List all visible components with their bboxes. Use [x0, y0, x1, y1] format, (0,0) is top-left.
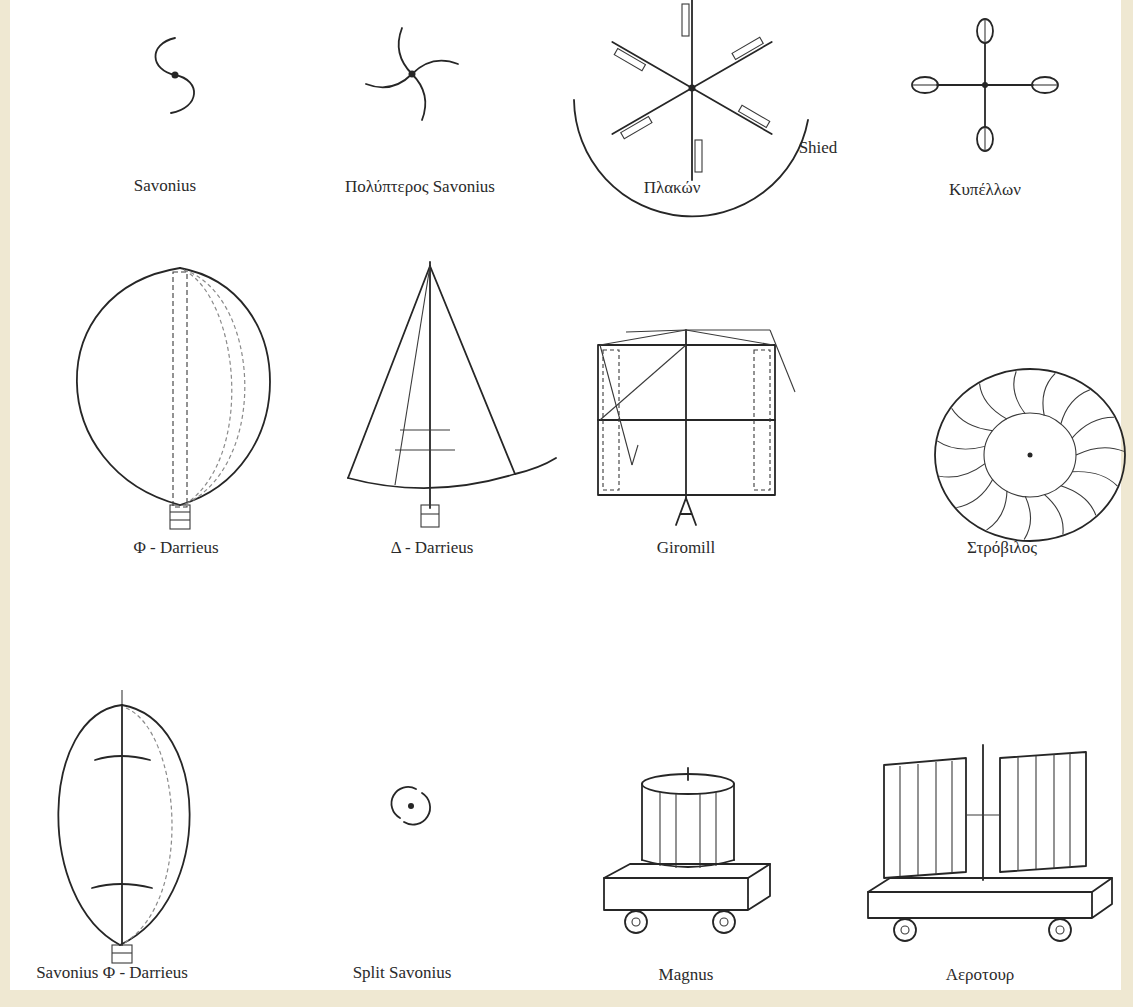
rotor-caption: Πολύπτερος Savonius — [345, 177, 495, 197]
rotor-caption: Magnus — [659, 965, 714, 985]
rotor-caption: Πλακών — [644, 178, 701, 198]
rotor-caption: Savonius — [134, 176, 196, 196]
rotor-caption: Φ - Darrieus — [133, 538, 218, 558]
part-label: Shied — [799, 138, 838, 158]
plate-rotor — [574, 0, 808, 216]
aero-cart — [868, 745, 1112, 941]
paper — [10, 0, 1121, 990]
rotor-caption: Giromill — [657, 538, 716, 558]
split-savonius-rotor — [391, 787, 430, 825]
rotor-caption: Savonius Φ - Darrieus — [36, 963, 188, 983]
rotor-caption: Αεροτουρ — [946, 965, 1015, 985]
magnus-cart — [604, 768, 770, 933]
savonius-darrieus-rotor — [58, 690, 189, 963]
rotor-caption: Δ - Darrieus — [391, 538, 474, 558]
savonius-rotor — [155, 38, 194, 113]
turbine-rotor — [935, 369, 1125, 541]
cup-rotor — [912, 19, 1058, 151]
rotor-caption: Split Savonius — [353, 963, 452, 983]
rotor-caption: Κυπέλλων — [949, 180, 1021, 200]
delta-darrieus-rotor — [348, 262, 556, 527]
rotor-caption: Στρόβιλος — [967, 538, 1037, 558]
phi-darrieus-rotor — [77, 268, 270, 529]
multiblade-savonius-rotor — [366, 28, 458, 120]
giromill-rotor — [598, 330, 795, 525]
